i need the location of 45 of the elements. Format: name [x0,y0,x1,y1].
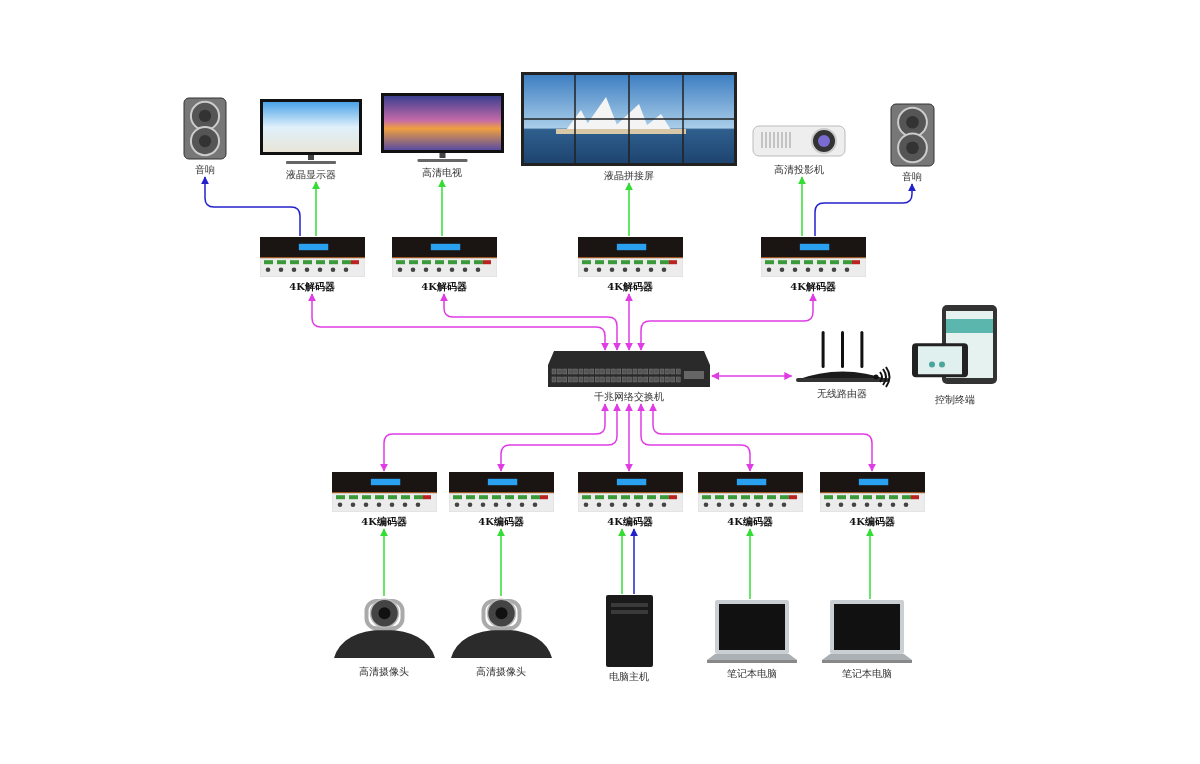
device-label: 千兆网络交换机 [593,390,665,403]
connector-arrow [625,403,633,472]
connector-arrow [711,372,793,380]
device-label: 4K解码器 [789,280,837,293]
device-label: 无线路由器 [816,387,868,400]
device-label: 笔记本电脑 [726,667,778,680]
connector-arrow [312,181,320,237]
connector-arrow [308,293,609,351]
connector-arrow [649,403,876,472]
device-label: 控制终端 [934,393,976,406]
device-label: 液晶拼接屏 [603,169,655,182]
connector-arrow [814,183,916,237]
connector-arrow [440,293,621,351]
connector-arrow [497,403,621,472]
connector-arrow [798,176,806,237]
connector-arrow [625,293,633,351]
connector-arrow [625,182,633,237]
connector-arrow [637,403,754,472]
device-label: 4K编码器 [848,515,896,528]
device-label: 电脑主机 [608,670,650,683]
connector-arrow [438,179,446,237]
device-label: 4K解码器 [606,280,654,293]
connector-arrow [497,528,505,597]
connector-arrow [201,176,301,237]
device-label: 笔记本电脑 [841,667,893,680]
device-label: 4K编码器 [726,515,774,528]
connector-arrow [866,528,874,600]
device-label: 高清电视 [421,166,463,179]
connector-arrow [618,528,626,595]
device-label: 液晶显示器 [285,168,337,181]
device-label: 4K解码器 [288,280,336,293]
connector-arrow [380,403,609,472]
device-label: 4K编码器 [360,515,408,528]
device-label: 高清摄像头 [358,665,410,678]
device-label: 音响 [194,163,216,176]
device-label: 4K解码器 [420,280,468,293]
device-label: 音响 [901,170,923,183]
device-label: 4K编码器 [606,515,654,528]
device-label: 高清摄像头 [475,665,527,678]
connector-arrow [637,293,817,351]
connector-arrow [380,528,388,597]
connector-arrow [746,528,754,600]
device-label: 4K编码器 [477,515,525,528]
device-label: 高清投影机 [773,163,825,176]
connector-arrow [630,528,638,595]
